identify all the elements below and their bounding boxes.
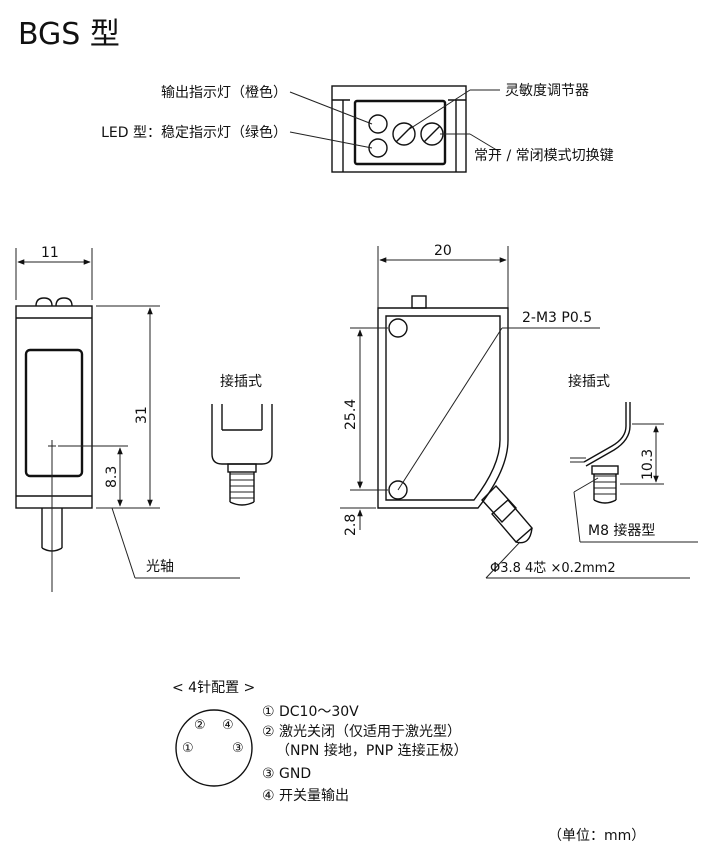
connector-left (211, 404, 273, 506)
label-output-led: 输出指示灯（橙色） (161, 84, 287, 101)
dim-front-width: 11 (41, 245, 59, 261)
pin-desc-1: ① DC10～30V (262, 704, 359, 720)
label-optical-axis: 光轴 (146, 559, 174, 575)
sensitivity-knob (392, 122, 416, 146)
mount-hole-top (388, 318, 408, 338)
pin-config-title: < 4针配置 > (172, 680, 255, 696)
pin-1: ① (182, 741, 194, 756)
label-mode-switch: 常开 / 常闭模式切换键 (474, 147, 614, 164)
dim-front-height: 31 (134, 406, 150, 424)
pin-3: ③ (232, 741, 244, 756)
output-indicator-led (368, 114, 388, 134)
unit-note: （单位：mm） (548, 828, 645, 844)
mount-hole-bottom (388, 480, 408, 500)
label-mount-thread: 2-M3 P0.5 (522, 310, 592, 326)
side-view-body (377, 307, 509, 509)
pin-desc-3: ③ GND (262, 766, 311, 782)
dim-side-width: 20 (434, 243, 452, 259)
front-view-lens (24, 348, 84, 478)
top-view-inner-panel (353, 99, 447, 166)
label-connector-right: 接插式 (568, 373, 610, 390)
dim-side-height: 25.4 (343, 399, 359, 430)
label-stable-led: LED 型：稳定指示灯（绿色） (101, 124, 287, 141)
side-view (340, 246, 690, 579)
pin-desc-2: ② 激光关闭（仅适用于激光型） (262, 723, 461, 740)
page-title: BGS 型 (18, 17, 120, 52)
top-view (289, 85, 501, 173)
label-sensitivity-adjuster: 灵敏度调节器 (505, 83, 589, 99)
dim-side-bottom: 2.8 (343, 514, 359, 536)
label-m8-connector: M8 接器型 (588, 522, 655, 539)
top-view-outer-body (331, 85, 467, 173)
dim-axis-height: 8.3 (104, 466, 120, 488)
pin-connector-face (175, 709, 253, 787)
front-view (15, 248, 240, 592)
pin-desc-4: ④ 开关量输出 (262, 788, 349, 804)
pin-4: ④ (222, 718, 234, 733)
stable-indicator-led (368, 138, 388, 158)
connector-right (570, 402, 698, 543)
pin-desc-2-note: （NPN 接地，PNP 连接正极） (276, 742, 468, 759)
front-view-body (15, 305, 93, 509)
label-cable-spec: Φ3.8 4芯 ×0.2mm2 (490, 561, 616, 576)
label-connector-left: 接插式 (220, 373, 262, 390)
side-cable (491, 499, 533, 543)
pin-2: ② (194, 718, 206, 733)
dim-connector-height: 10.3 (640, 449, 656, 480)
